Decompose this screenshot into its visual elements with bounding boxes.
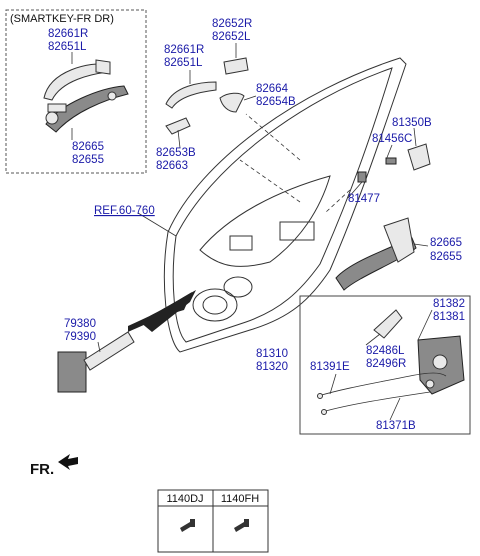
label-82651L-smartkey[interactable]: 82651L	[48, 41, 87, 53]
label-81382[interactable]: 81382	[433, 298, 465, 310]
label-82496R[interactable]: 82496R	[366, 358, 406, 370]
label-82652R[interactable]: 82652R	[212, 18, 252, 30]
release-cable-2[interactable]	[321, 391, 431, 415]
handle-carrier[interactable]	[383, 217, 415, 263]
label-81371B[interactable]: 81371B	[376, 420, 416, 432]
handle-pad[interactable]	[165, 117, 191, 135]
label-82486L[interactable]: 82486L	[366, 345, 405, 357]
handle-gasket[interactable]	[219, 92, 245, 113]
label-82652L[interactable]: 82652L	[212, 31, 251, 43]
label-82665-smartkey[interactable]: 82665	[72, 141, 104, 153]
latch-assembly-box	[299, 295, 471, 435]
outer-handle[interactable]	[165, 81, 217, 109]
label-82655-smartkey[interactable]: 82655	[72, 154, 104, 166]
label-82654B[interactable]: 82654B	[256, 96, 296, 108]
label-81310[interactable]: 81310	[256, 348, 288, 360]
leader-lines	[71, 43, 433, 421]
front-direction-label: FR.	[30, 461, 54, 478]
label-82661R-smartkey[interactable]: 82661R	[48, 28, 88, 40]
latch-actuator[interactable]	[373, 309, 403, 339]
label-82655[interactable]: 82655	[430, 251, 462, 263]
label-81320[interactable]: 81320	[256, 361, 288, 373]
striker[interactable]	[407, 143, 431, 171]
ref-arrow	[140, 290, 196, 332]
label-81381[interactable]: 81381	[433, 311, 465, 323]
bolt-table-col-1: 1140DJ	[166, 493, 203, 505]
label-81391E[interactable]: 81391E	[310, 361, 350, 373]
bolt-table-col-2: 1140FH	[221, 493, 259, 505]
door-panel	[163, 57, 407, 353]
smartkey-handle-base[interactable]	[45, 85, 129, 133]
label-81456C[interactable]: 81456C	[372, 133, 412, 145]
front-direction-arrow	[58, 454, 78, 470]
smartkey-group-box	[5, 9, 147, 174]
label-82651L[interactable]: 82651L	[164, 57, 203, 69]
label-82664[interactable]: 82664	[256, 83, 289, 95]
smartkey-connector[interactable]	[47, 103, 67, 113]
label-81477[interactable]: 81477	[348, 193, 380, 205]
hinge-bolt[interactable]	[357, 171, 367, 183]
smartkey-group-title: (SMARTKEY-FR DR)	[10, 13, 114, 25]
bolt-icon-2	[234, 519, 249, 532]
label-79380[interactable]: 79380	[64, 318, 96, 330]
release-cable-1[interactable]	[317, 372, 447, 399]
door-latch[interactable]	[417, 335, 465, 395]
label-81350B[interactable]: 81350B	[392, 117, 432, 129]
label-82665[interactable]: 82665	[430, 237, 462, 249]
smartkey-outer-handle[interactable]	[43, 59, 111, 101]
bolt-table: 1140DJ 1140FH	[157, 489, 269, 553]
striker-bolt[interactable]	[385, 157, 397, 165]
label-82663[interactable]: 82663	[156, 160, 188, 172]
handle-cover[interactable]	[223, 57, 249, 75]
bolt-icon-1	[180, 519, 195, 532]
ref-label[interactable]: REF.60-760	[94, 205, 155, 217]
label-79390[interactable]: 79390	[64, 331, 96, 343]
label-82653B[interactable]: 82653B	[156, 147, 196, 159]
label-82661R[interactable]: 82661R	[164, 44, 204, 56]
